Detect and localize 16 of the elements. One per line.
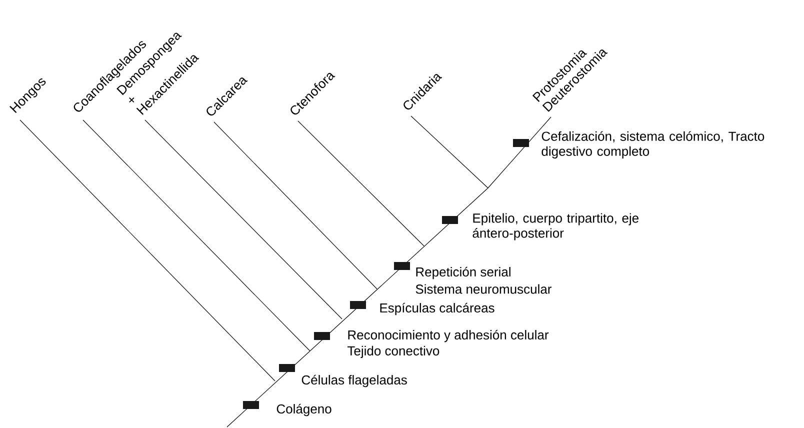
character-label: Células flageladas [302, 374, 407, 388]
character-label: Sistema neuromuscular [416, 284, 552, 294]
character-label: Repetición serial [416, 266, 510, 280]
character-label: Cefalización, sistema celómico, Tracto digestivo completo [542, 131, 764, 158]
branch-line [298, 120, 424, 246]
character-label: Reconocimiento y adhesión celular [348, 330, 549, 342]
branch-line [214, 122, 378, 290]
branch-line [488, 116, 552, 188]
character-label: Colágeno [276, 404, 332, 416]
branch-line [410, 116, 488, 188]
character-label: Espículas calcáreas [380, 302, 494, 316]
branch-line [20, 120, 276, 382]
branch-line [144, 120, 342, 320]
character-label: Tejido conectivo [348, 346, 440, 358]
branch-line [82, 120, 310, 352]
character-label: Epitelio, cuerpo tripartito, eje ántero-posterior [472, 213, 638, 240]
